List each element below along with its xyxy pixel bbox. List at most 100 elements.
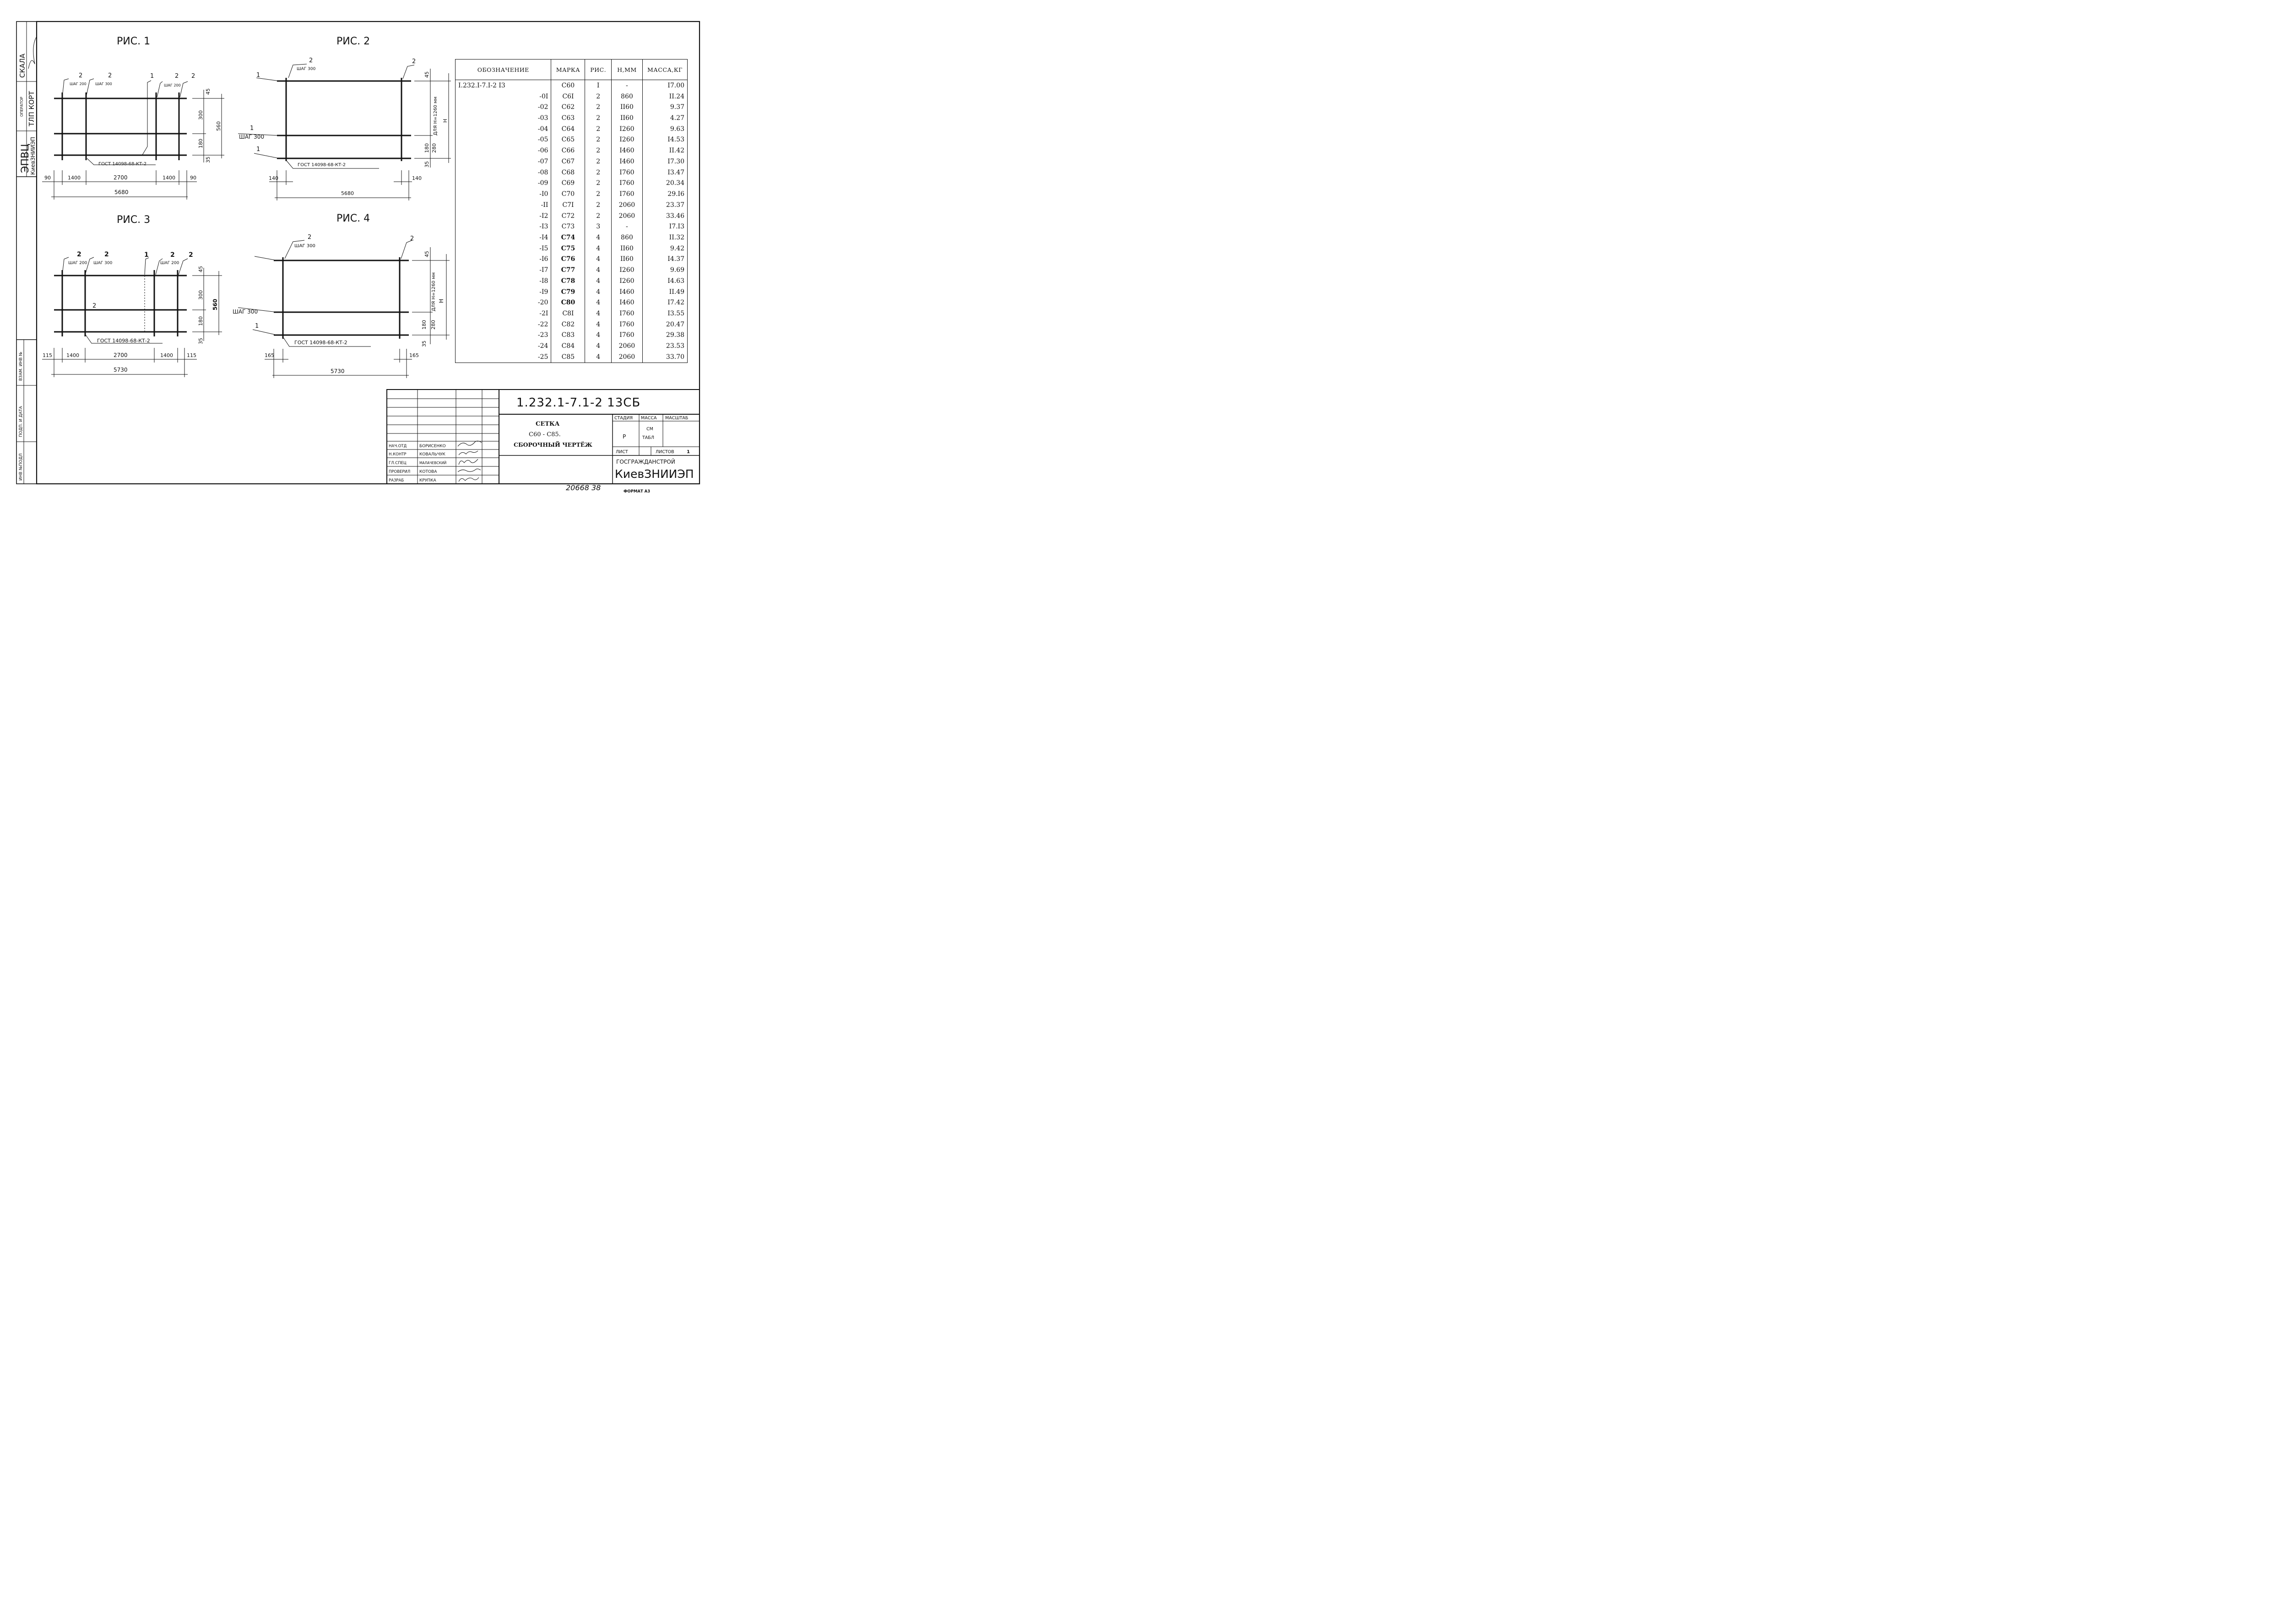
fig1-label: 1 bbox=[150, 73, 154, 80]
table-cell: 4 bbox=[585, 319, 612, 330]
signature-4 bbox=[457, 468, 481, 472]
fig1-dim: 300 bbox=[198, 110, 204, 120]
table-cell: 4 bbox=[585, 330, 612, 341]
fig4-dim: 165 bbox=[409, 352, 419, 358]
doc-name-line: СБОРОЧНЫЙ ЧЕРТЁЖ bbox=[514, 441, 592, 448]
role-label: РАЗРАБ bbox=[389, 478, 404, 483]
fig1-dim: 35 bbox=[205, 157, 211, 163]
table-cell: С76 bbox=[551, 254, 586, 265]
fig2-label: 1 bbox=[256, 72, 260, 79]
table-cell: 9.63 bbox=[642, 123, 688, 135]
footer-number: 20668 38 bbox=[566, 483, 601, 492]
operator-value: ТЛП КОРТ bbox=[27, 91, 36, 127]
table-cell: С8I bbox=[551, 308, 586, 319]
fig3-label: 2 bbox=[92, 303, 96, 309]
table-cell: 9.42 bbox=[642, 243, 688, 254]
fig4-dim: 180 bbox=[421, 320, 427, 330]
header-mass: МАССА,КГ bbox=[642, 59, 688, 80]
table-cell: 2 bbox=[585, 91, 612, 102]
table-cell: -05 bbox=[455, 134, 552, 146]
fig2-label: 2 bbox=[412, 58, 416, 65]
fig3-dim: 560 bbox=[212, 299, 218, 310]
fig3-step: ШАГ 200 bbox=[68, 261, 87, 265]
fig2-step: ШАГ 300 bbox=[297, 67, 316, 71]
table-cell: II60 bbox=[611, 113, 643, 124]
table-cell: 33.46 bbox=[642, 210, 688, 222]
fig3-label: 1 bbox=[144, 251, 149, 259]
table-cell: -I8 bbox=[455, 275, 552, 287]
document-code: 1.232.1-7.1-2 13СБ bbox=[516, 396, 640, 410]
table-cell: I7.00 bbox=[642, 80, 688, 91]
table-cell: 9.37 bbox=[642, 102, 688, 113]
table-cell: С82 bbox=[551, 319, 586, 330]
figure-1: РИС. 1 2 2 1 2 2 ШАГ 200 ШАГ 300 ШАГ 200… bbox=[42, 36, 224, 200]
signature-2 bbox=[458, 450, 478, 455]
table-cell: I3.47 bbox=[642, 167, 688, 178]
fig1-dim: 180 bbox=[198, 139, 204, 148]
mass-value: СМ bbox=[646, 427, 653, 432]
table-cell: С80 bbox=[551, 297, 586, 309]
table-cell: I460 bbox=[611, 145, 643, 157]
fig3-step: ШАГ 300 bbox=[93, 261, 113, 265]
table-cell: -23 bbox=[455, 330, 552, 341]
fig2-dim: 140 bbox=[269, 175, 278, 181]
table-cell: I bbox=[585, 80, 612, 91]
format-label: ФОРМАТ А3 bbox=[624, 489, 650, 494]
table-cell: 2 bbox=[585, 199, 612, 211]
table-cell: I760 bbox=[611, 308, 643, 319]
fig3-gost: ГОСТ 14098-68-КТ-2 bbox=[97, 338, 150, 344]
table-cell: С63 bbox=[551, 113, 586, 124]
table-cell: I760 bbox=[611, 167, 643, 178]
fig4-label: 1 bbox=[255, 323, 259, 330]
figure-3: РИС. 3 2 2 1 2 2 2 ШАГ 200 ШАГ 300 ШАГ 2… bbox=[42, 214, 222, 377]
table-cell: I4.37 bbox=[642, 254, 688, 265]
inv-label: ИНВ №ПОДЛ bbox=[19, 453, 23, 481]
table-cell: - bbox=[611, 221, 643, 233]
table-cell: 2060 bbox=[611, 351, 643, 363]
table-cell: С64 bbox=[551, 123, 586, 135]
fig2-label: 2 bbox=[309, 57, 313, 64]
fig4-dim: 35 bbox=[421, 341, 427, 347]
table-cell: 4 bbox=[585, 254, 612, 265]
role-label: ГЛ.СПЕЦ bbox=[389, 461, 407, 466]
table-cell: -II bbox=[455, 199, 552, 211]
table-cell: -03 bbox=[455, 113, 552, 124]
table-cell: I460 bbox=[611, 297, 643, 309]
podp-label: ПОДП. И ДАТА bbox=[19, 406, 23, 437]
stage-value: Р bbox=[623, 433, 626, 440]
org-name-1: ГОСГРАЖДАНСТРОЙ bbox=[616, 458, 675, 465]
fig4-dim: 280 bbox=[430, 320, 436, 330]
table-cell: 2 bbox=[585, 156, 612, 167]
table-cell: I7.42 bbox=[642, 297, 688, 309]
table-cell: I7.30 bbox=[642, 156, 688, 167]
table-cell: С77 bbox=[551, 265, 586, 276]
fig4-dim: 45 bbox=[424, 251, 430, 257]
table-cell: 860 bbox=[611, 232, 643, 243]
table-cell: -24 bbox=[455, 341, 552, 352]
fig4-step: ШАГ 300 bbox=[233, 309, 258, 315]
table-cell: II.42 bbox=[642, 145, 688, 157]
fig3-dim: 35 bbox=[198, 338, 204, 344]
org-main: ЭПВЦ bbox=[20, 144, 31, 173]
fig2-dim: 35 bbox=[424, 161, 430, 168]
table-cell: С84 bbox=[551, 341, 586, 352]
table-cell: -I9 bbox=[455, 286, 552, 298]
fig4-title: РИС. 4 bbox=[336, 213, 370, 224]
fig4-total: 5730 bbox=[331, 368, 345, 374]
stage-label: СТАДИЯ bbox=[614, 416, 633, 421]
fig1-dim: 1400 bbox=[163, 175, 175, 181]
table-cell: I260 bbox=[611, 265, 643, 276]
table-cell: I3.55 bbox=[642, 308, 688, 319]
table-cell: 4 bbox=[585, 243, 612, 254]
